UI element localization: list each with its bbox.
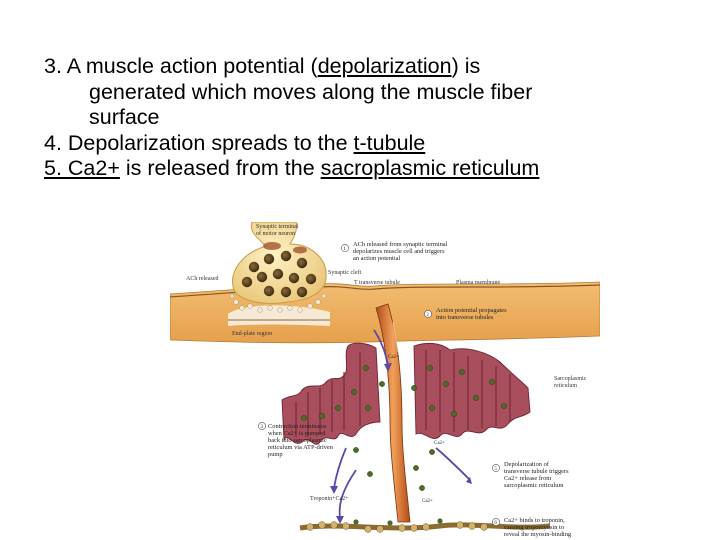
label-synaptic-cleft: Synaptic cleft	[328, 269, 361, 276]
point-3-continuation-2: surface	[89, 105, 160, 129]
step-5: 5 Depolarization of transverse tubule tr…	[492, 461, 569, 489]
flow-arrows	[333, 329, 471, 519]
svg-text:Depolarization of: Depolarization of	[504, 461, 550, 468]
term-ca2: 5. Ca2+	[44, 156, 120, 180]
term-sacroplasmic-reticulum: sacroplasmic reticulum	[320, 156, 540, 180]
svg-text:an action potential: an action potential	[353, 255, 400, 262]
step-1: 1 ACh released from synaptic terminal de…	[341, 241, 448, 262]
svg-text:5: 5	[494, 467, 497, 472]
label-synaptic-terminal-2: of motor neuron	[256, 230, 295, 237]
point-5-text: is released from the	[119, 156, 321, 180]
svg-text:1: 1	[343, 247, 346, 252]
svg-text:6: 6	[494, 521, 497, 526]
svg-text:Ca2+ binds to troponin,: Ca2+ binds to troponin,	[504, 517, 565, 524]
svg-text:Action potential propagates: Action potential propagates	[436, 307, 507, 314]
step-6: 6 Ca2+ binds to troponin, causing tropom…	[492, 517, 572, 538]
svg-text:reticulum via ATP-driven: reticulum via ATP-driven	[268, 444, 334, 451]
step-3: 3 Contraction terminates when Ca2+ is pu…	[258, 422, 334, 458]
point-3-text: 3. A muscle action potential (	[44, 54, 318, 78]
label-ca-2: Ca2+	[434, 441, 445, 446]
point-4-text: 4. Depolarization spreads to the	[44, 130, 354, 155]
svg-text:3: 3	[260, 425, 263, 430]
svg-text:Contraction terminates: Contraction terminates	[268, 423, 327, 430]
svg-text:sarcoplasmic reticulum: sarcoplasmic reticulum	[504, 482, 563, 489]
point-3-text-end: ) is	[451, 54, 481, 78]
svg-text:into transverse tubules: into transverse tubules	[436, 314, 494, 321]
svg-text:2: 2	[426, 313, 429, 318]
svg-text:pump: pump	[268, 451, 283, 458]
point-4: 4. Depolarization spreads to the t-tubul…	[44, 131, 704, 157]
label-sr: Sarcoplasmic	[554, 376, 587, 382]
excitation-contraction-figure: Synaptic terminal of motor neuron ACh re…	[170, 222, 600, 540]
calcium-ions	[301, 365, 507, 421]
svg-text:Ca2+ release from: Ca2+ release from	[504, 475, 551, 482]
slide-body: 3. A muscle action potential (depolariza…	[44, 54, 704, 182]
step-2: 2 Action potential propagates into trans…	[424, 307, 507, 321]
label-t-tubule: T transverse tubule	[354, 280, 400, 286]
svg-text:back into sarcoplasmic: back into sarcoplasmic	[268, 437, 327, 444]
point-3-continuation: generated which moves along the muscle f…	[89, 79, 533, 104]
myofilament	[299, 518, 551, 533]
label-ach-released: ACh released	[186, 276, 219, 282]
point-5: 5. Ca2+ is released from the sacroplasmi…	[44, 156, 704, 182]
term-depolarization: depolarization	[317, 54, 452, 78]
label-end-plate: End-plate region	[232, 331, 272, 337]
term-t-tubule: t-tubule	[353, 130, 426, 155]
label-ca: Ca2+	[388, 355, 399, 360]
ach-vesicles	[241, 250, 317, 298]
sarcoplasmic-reticulum-right	[413, 342, 531, 439]
svg-text:ACh released from synaptic ter: ACh released from synaptic terminal	[353, 241, 448, 248]
svg-text:depolarizes muscle cell and tr: depolarizes muscle cell and triggers	[353, 248, 445, 255]
svg-text:reveal the myosin-binding: reveal the myosin-binding	[504, 531, 572, 538]
svg-text:transverse tubule triggers: transverse tubule triggers	[504, 468, 569, 475]
t-tubule	[375, 303, 411, 523]
label-ca-3: Ca2+	[422, 499, 433, 504]
point-3: 3. A muscle action potential (depolariza…	[44, 54, 704, 80]
label-troponin: Troponin+Ca2+	[310, 496, 349, 502]
svg-text:when Ca2+ is pumped: when Ca2+ is pumped	[268, 430, 326, 437]
label-synaptic-terminal: Synaptic terminal	[256, 224, 299, 230]
label-plasma-membrane: Plasma membrane	[456, 280, 500, 286]
label-sr-2: reticulum	[554, 383, 577, 389]
svg-text:causing tropomyosin to: causing tropomyosin to	[504, 524, 564, 531]
